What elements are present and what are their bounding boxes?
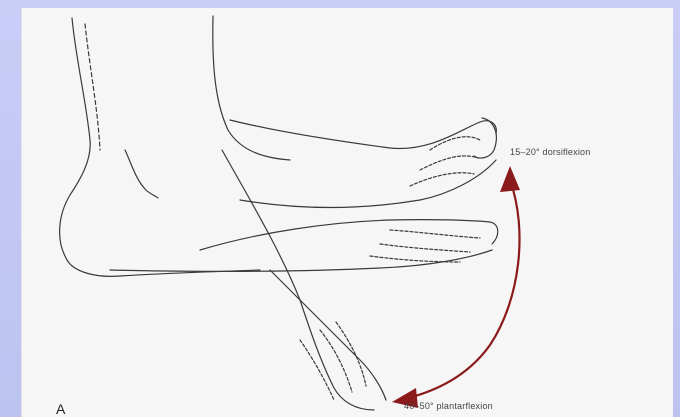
malleolus-mark <box>125 150 158 198</box>
foot-dorsiflexed-toes <box>410 137 480 186</box>
foot-plantarflexed-back <box>270 270 386 400</box>
panel-letter: A <box>56 401 66 417</box>
dorsiflexion-label: 15–20° dorsiflexion <box>510 147 590 157</box>
foot-neutral-toes <box>370 230 480 262</box>
leg-anterior-outline <box>213 16 290 160</box>
foot-neutral-sole <box>110 250 492 271</box>
range-of-motion-arc <box>400 180 520 400</box>
foot-dorsiflexed-toe-tip <box>474 118 496 158</box>
foot-dorsiflexed-sole <box>240 160 496 208</box>
dorsiflexion-arrowhead <box>500 166 520 192</box>
heel-outline <box>66 258 260 276</box>
plantarflexion-label: 40–50° plantarflexion <box>404 401 493 411</box>
foot-dorsiflexed-top <box>230 120 496 148</box>
leg-inner-line <box>85 24 100 150</box>
leg-posterior-outline <box>60 18 91 258</box>
foot-plantarflexed-front <box>222 150 374 410</box>
foot-neutral-top <box>200 220 498 250</box>
